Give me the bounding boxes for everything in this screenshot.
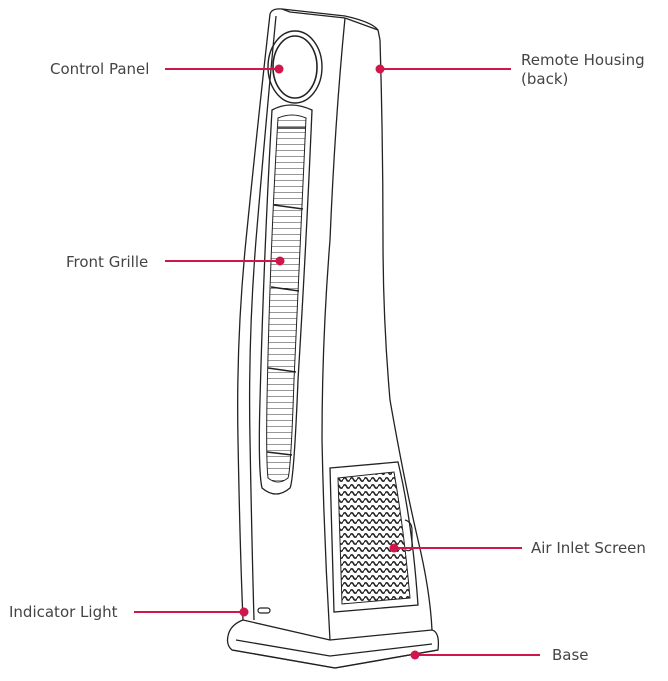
front-grille xyxy=(258,104,313,495)
control-dial-outer xyxy=(267,30,323,104)
remote-housing-dot xyxy=(375,64,385,74)
side-top-edge xyxy=(344,17,379,31)
air-inlet-screen xyxy=(329,461,419,613)
side-face-edge xyxy=(379,39,433,631)
inlet-frame xyxy=(329,461,419,613)
base-inner xyxy=(235,639,433,657)
callouts xyxy=(134,64,540,660)
air-inlet-dot xyxy=(389,543,399,553)
top-cap-inner xyxy=(281,8,346,19)
grille-segments xyxy=(266,127,306,456)
indicator-light-dot xyxy=(239,607,249,617)
remote-housing-label: Remote Housing xyxy=(521,51,645,69)
base-outline xyxy=(226,619,440,669)
front-grille-dot xyxy=(275,256,285,266)
front-face-edge xyxy=(321,17,346,641)
control-dial-inner xyxy=(272,35,318,99)
fan-body xyxy=(226,8,440,669)
grille-slot-outline xyxy=(258,104,313,495)
control-panel-label: Control Panel xyxy=(50,60,149,78)
front-inner-edge xyxy=(248,15,277,621)
front-outline xyxy=(237,13,271,621)
front-grille-label: Front Grille xyxy=(66,253,148,271)
indicator-light-label: Indicator Light xyxy=(9,603,118,621)
air-inlet-screen-label: Air Inlet Screen xyxy=(531,539,646,557)
base-label: Base xyxy=(552,646,589,664)
inlet-latch xyxy=(404,519,413,552)
top-cap xyxy=(269,8,381,41)
base-dot xyxy=(410,650,420,660)
grille-lines xyxy=(266,114,307,483)
indicator-light-shape xyxy=(257,607,271,614)
control-panel xyxy=(267,30,323,104)
control-panel-dot xyxy=(274,64,284,74)
inlet-mesh xyxy=(337,471,411,605)
remote-housing-sublabel: (back) xyxy=(521,70,568,88)
base-bottom xyxy=(231,649,439,669)
